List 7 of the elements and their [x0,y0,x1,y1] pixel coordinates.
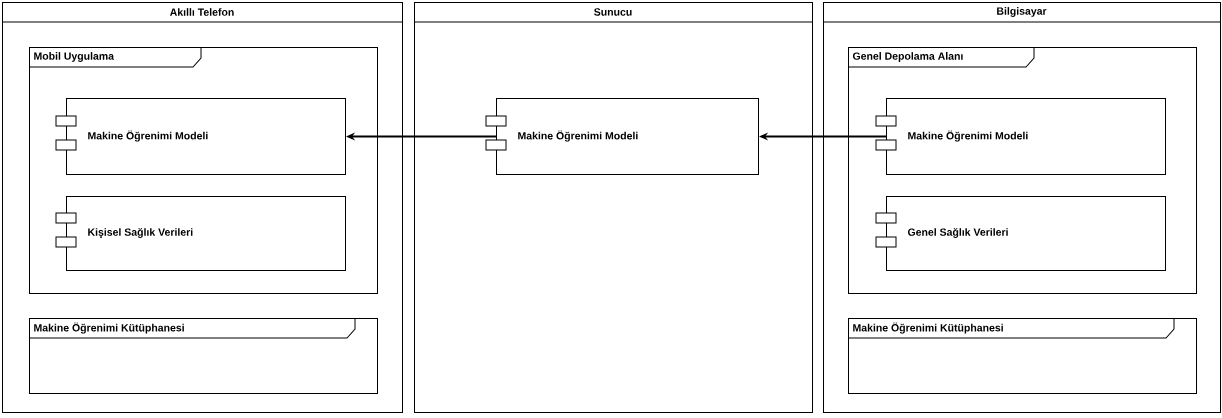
component-box: Genel Sağlık Verileri [875,196,1166,271]
component-box: Makine Öğrenimi Modeli [55,98,346,175]
component-box: Makine Öğrenimi Modeli [485,98,759,175]
package-frame: Makine Öğrenimi Kütüphanesi [847,317,1197,394]
component-box: Makine Öğrenimi Modeli [875,98,1166,175]
package-frame: Makine Öğrenimi Kütüphanesi [28,317,378,394]
component-box: Kişisel Sağlık Verileri [55,196,346,271]
